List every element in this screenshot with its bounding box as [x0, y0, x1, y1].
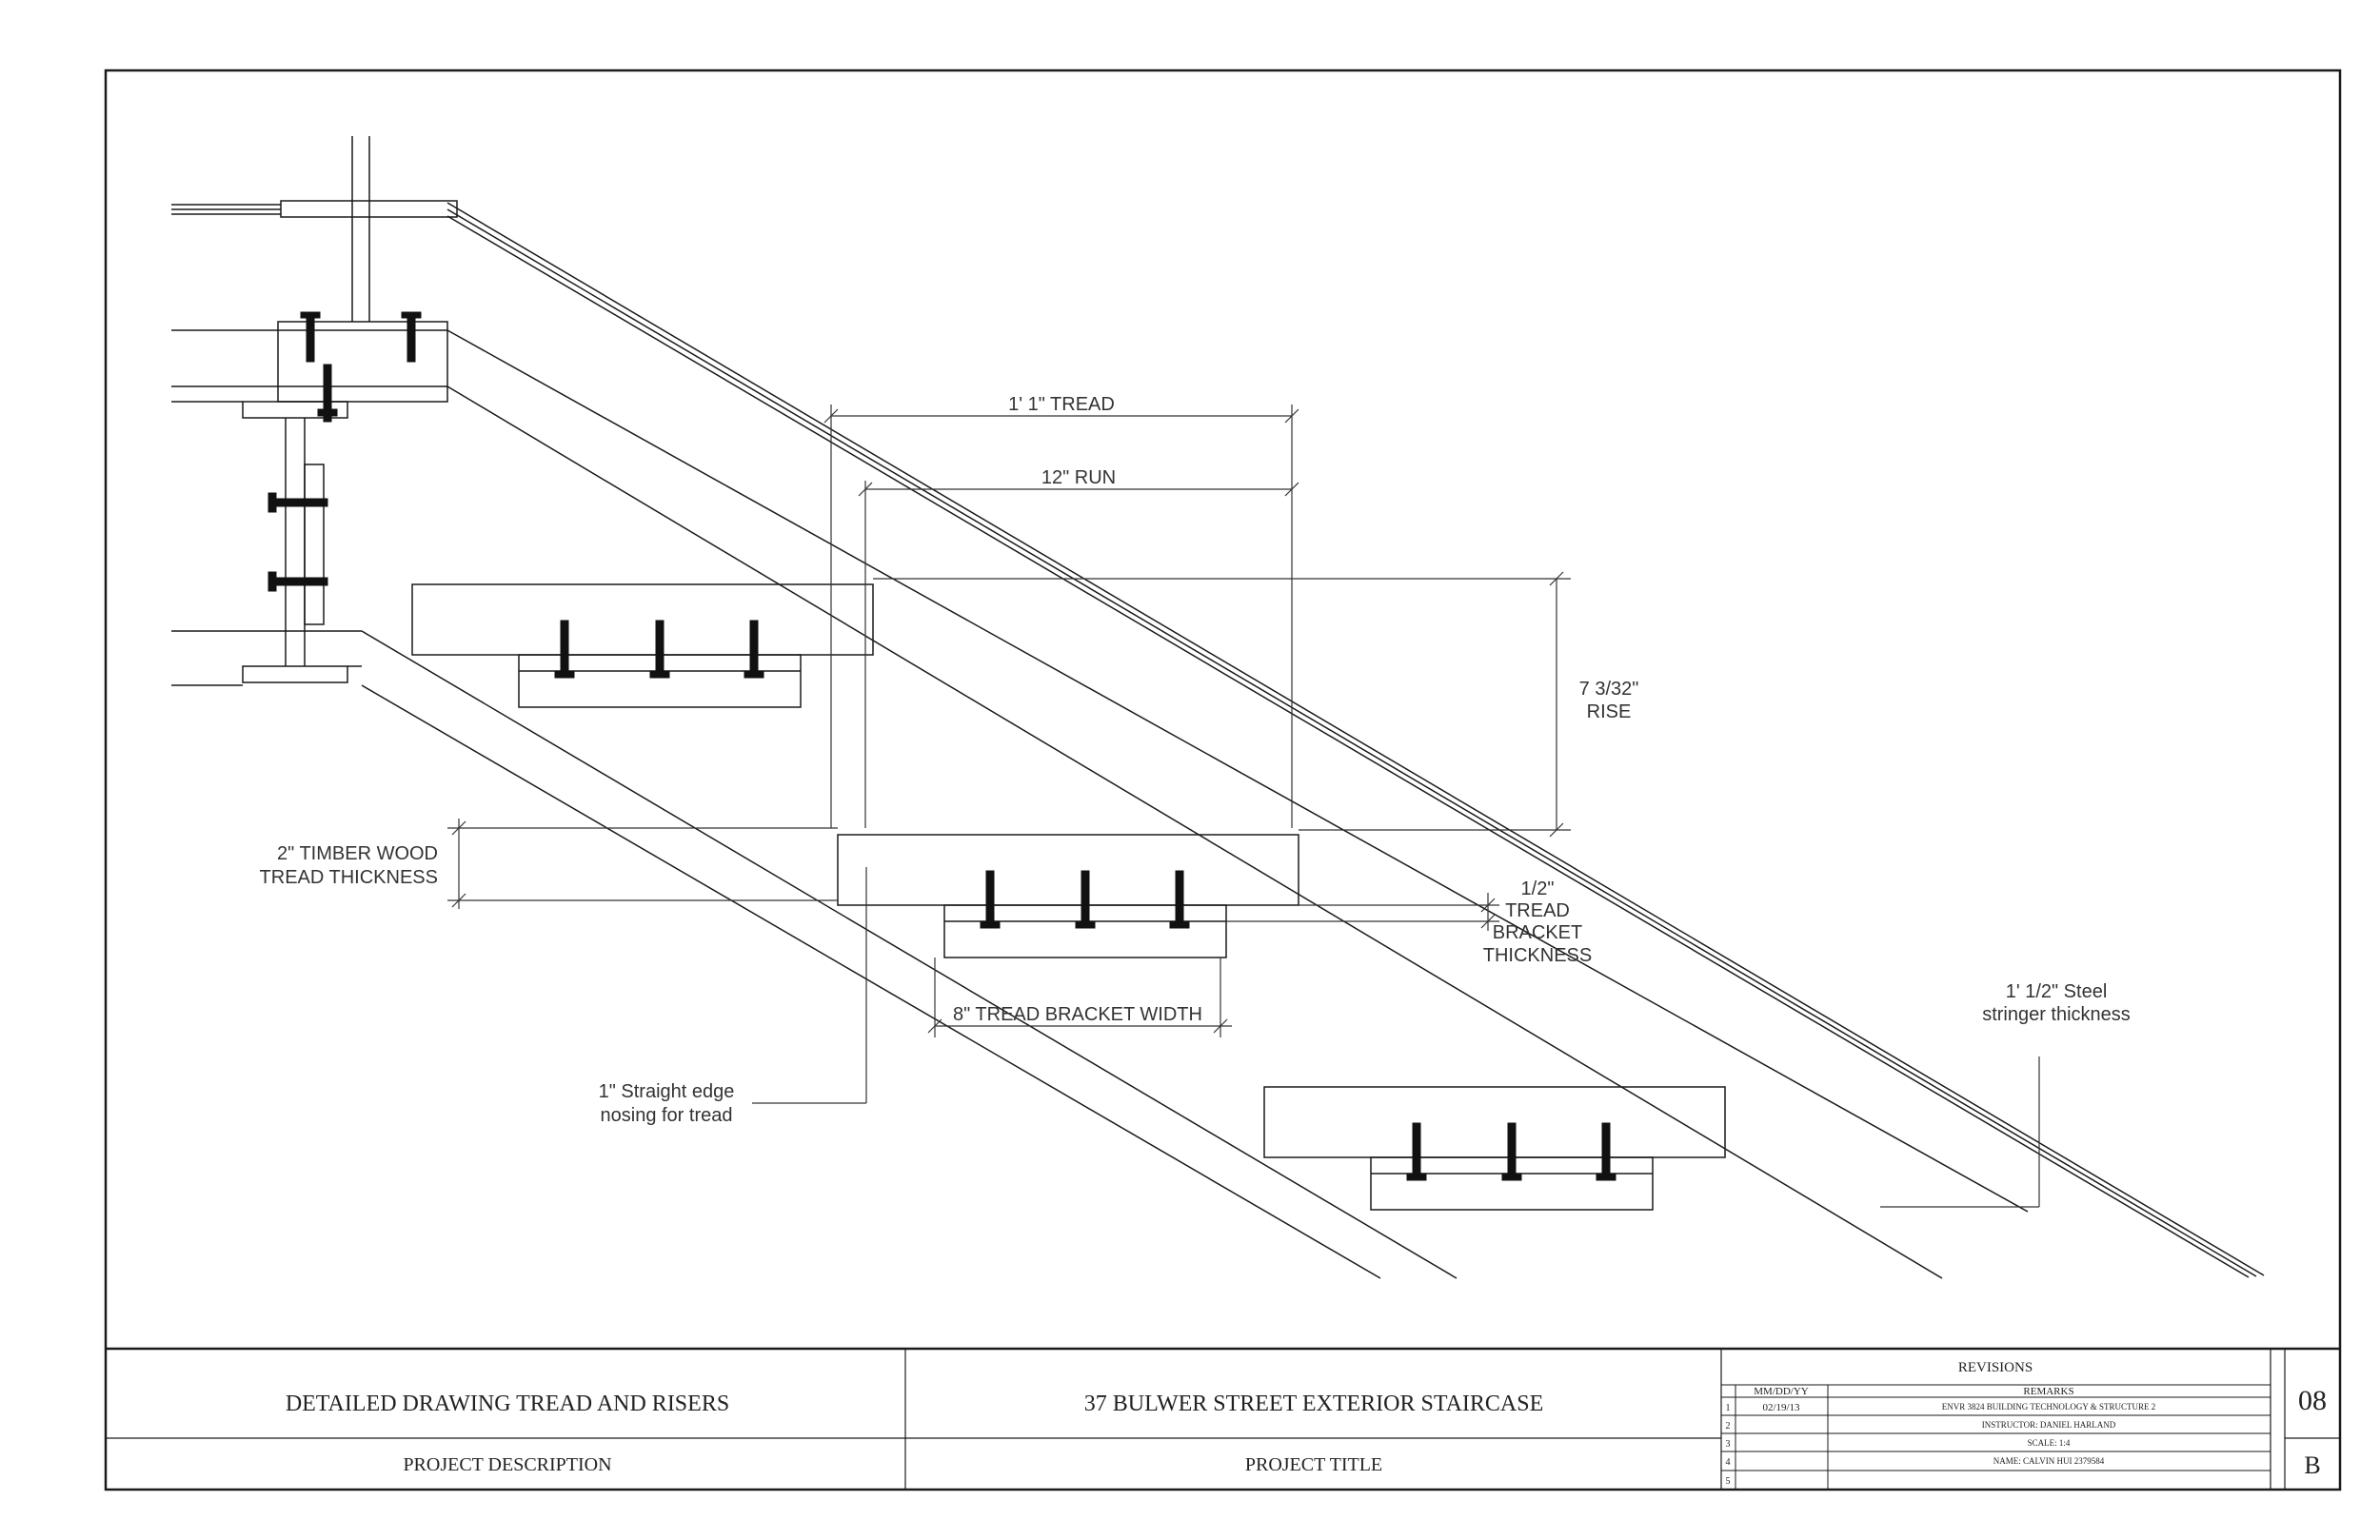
remarks-column-header: REMARKS — [2023, 1386, 2073, 1397]
rise-value-label: 7 3/32" — [1579, 679, 1639, 700]
dimension-labels: 1' 1" TREAD 12" RUN 7 3/32" RISE 2" TIMB… — [260, 394, 2131, 1126]
dimension-lines — [447, 405, 2040, 1208]
sheet-number: 08 — [2298, 1385, 2327, 1416]
revision-row-number: 4 — [1726, 1457, 1731, 1468]
project-title: 37 BULWER STREET EXTERIOR STAIRCASE — [1084, 1392, 1544, 1416]
project-description-label: PROJECT DESCRIPTION — [403, 1454, 611, 1475]
tread-1 — [411, 583, 874, 708]
bracket-thickness-label-3: BRACKET — [1493, 922, 1582, 943]
tread-thickness-label-2: TREAD THICKNESS — [260, 867, 438, 888]
date-column-header: MM/DD/YY — [1754, 1386, 1809, 1397]
steel-column — [171, 418, 362, 686]
revision-row-remark: NAME: CALVIN HUI 2379584 — [1993, 1456, 2105, 1466]
bracket-width-label: 8" TREAD BRACKET WIDTH — [953, 1004, 1202, 1025]
sheet-letter: B — [2304, 1451, 2320, 1479]
revision-row-remark: ENVR 3824 BUILDING TECHNOLOGY & STRUCTUR… — [1942, 1402, 2156, 1412]
bracket-thickness-label-1: 1/2" — [1521, 879, 1555, 899]
project-title-label: PROJECT TITLE — [1245, 1454, 1382, 1475]
revision-row-remark: SCALE: 1:4 — [2028, 1438, 2071, 1448]
revision-row-number: 5 — [1726, 1476, 1731, 1487]
nosing-label-1: 1" Straight edge — [599, 1081, 735, 1102]
title-block-text: DETAILED DRAWING TREAD AND RISERS PROJEC… — [286, 1360, 2327, 1487]
bracket-thickness-label-2: TREAD — [1505, 900, 1570, 921]
revisions-heading: REVISIONS — [1958, 1360, 2033, 1375]
tread-3 — [1263, 1086, 1726, 1211]
run-dimension-label: 12" RUN — [1041, 467, 1116, 488]
stringer-label-2: stringer thickness — [1982, 1004, 2131, 1025]
rise-label: RISE — [1587, 701, 1632, 722]
staircase-detail-drawing — [171, 136, 2265, 1279]
stringers — [361, 329, 2029, 1279]
revision-row-number: 2 — [1726, 1421, 1731, 1431]
revision-row-date: 02/19/13 — [1762, 1402, 1800, 1413]
stringer-label-1: 1' 1/2" Steel — [2006, 981, 2108, 1002]
handrail — [171, 136, 2265, 1278]
title-block — [106, 1347, 2340, 1490]
bolts — [268, 311, 1616, 1181]
nosing-label-2: nosing for tread — [601, 1105, 733, 1126]
project-description: DETAILED DRAWING TREAD AND RISERS — [286, 1392, 729, 1416]
sheet-border — [104, 69, 2342, 1491]
bracket-thickness-label-4: THICKNESS — [1483, 945, 1592, 966]
revision-row-remark: INSTRUCTOR: DANIEL HARLAND — [1982, 1420, 2116, 1430]
tread-dimension-label: 1' 1" TREAD — [1008, 394, 1115, 415]
revision-row-number: 1 — [1726, 1403, 1731, 1413]
revision-row-number: 3 — [1726, 1439, 1731, 1450]
tread-thickness-label-1: 2" TIMBER WOOD — [277, 843, 438, 864]
